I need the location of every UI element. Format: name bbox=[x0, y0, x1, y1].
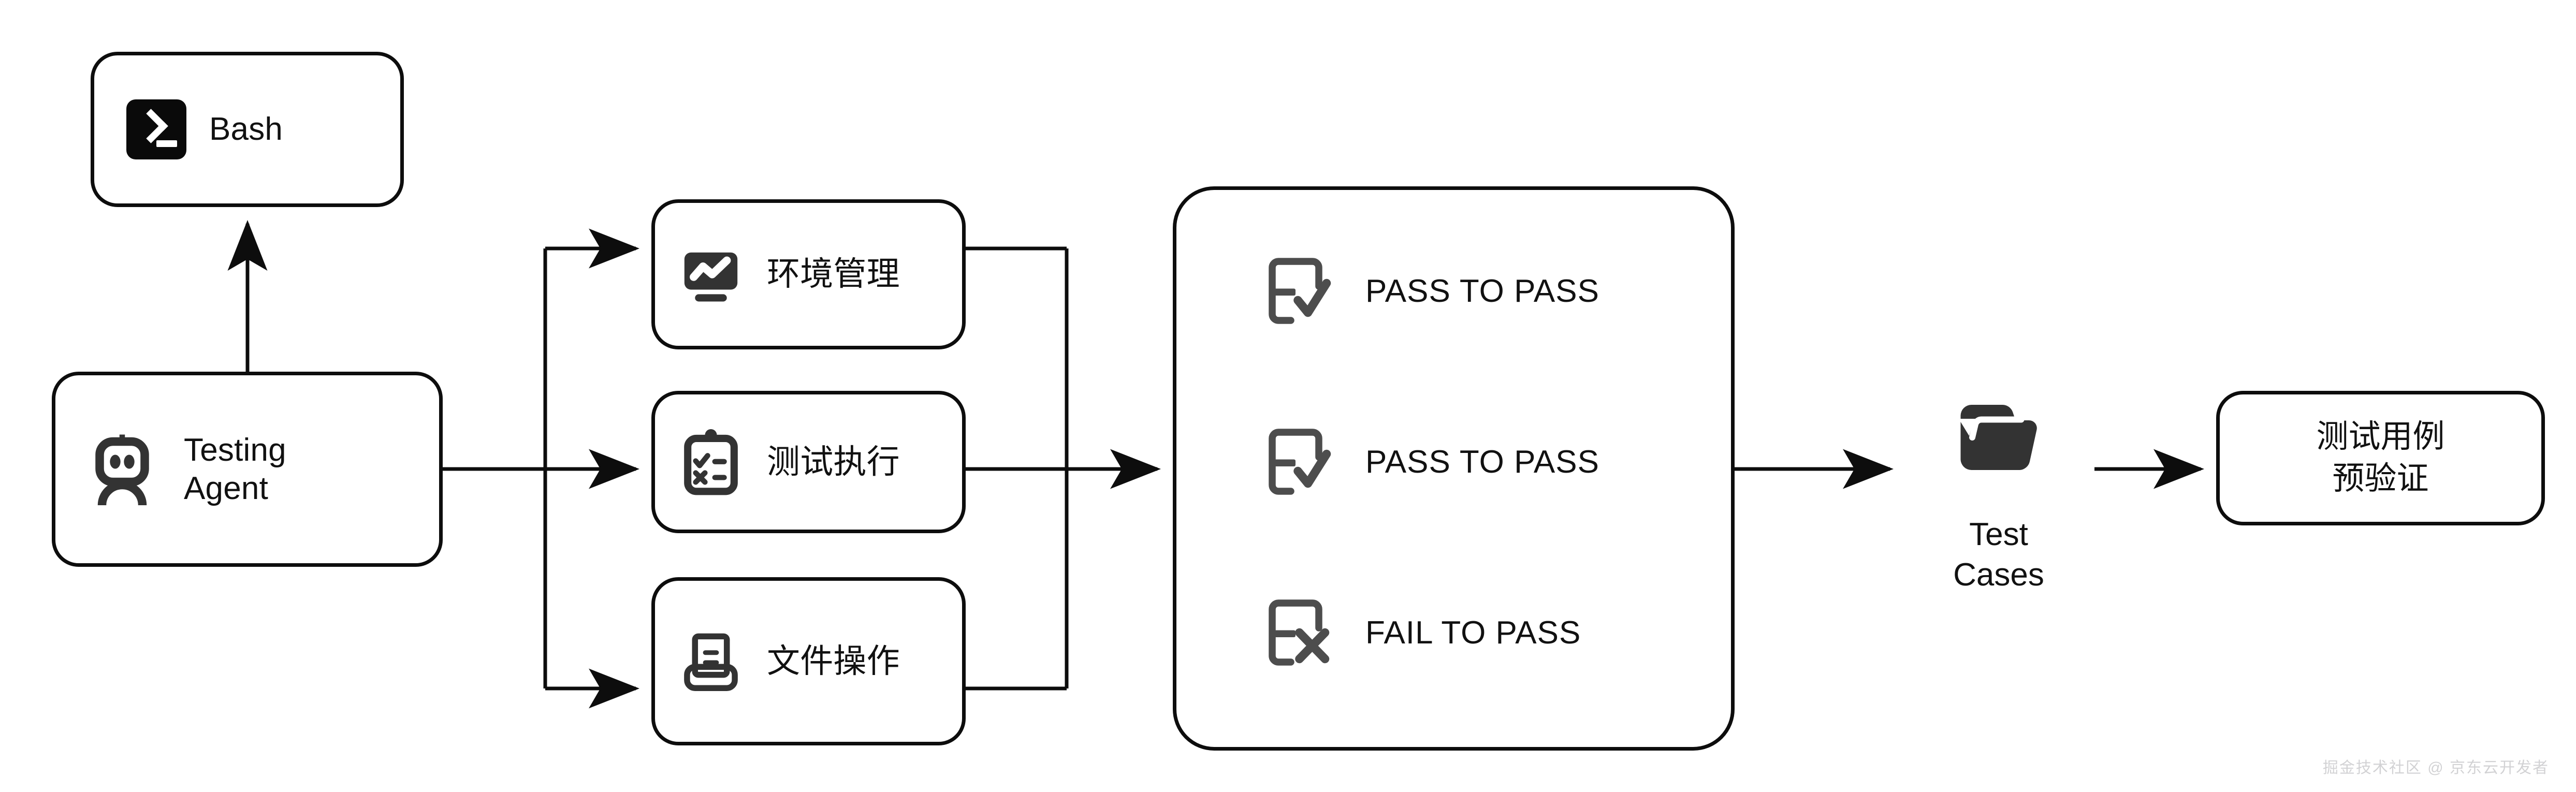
exec-label: 测试执行 bbox=[767, 443, 900, 480]
robot-icon bbox=[95, 434, 149, 505]
result-label: PASS TO PASS bbox=[1365, 273, 1599, 309]
node-file-operations[interactable]: 文件操作 bbox=[651, 577, 966, 745]
file-label: 文件操作 bbox=[767, 642, 900, 680]
node-testcase-preverification[interactable]: 测试用例 预验证 bbox=[2216, 391, 2545, 525]
result-row: FAIL TO PASS bbox=[1257, 594, 1581, 671]
document-check-icon bbox=[1269, 258, 1331, 324]
preverify-label-line1: 测试用例 bbox=[2316, 419, 2445, 455]
document-check-icon bbox=[1269, 429, 1331, 495]
result-label: PASS TO PASS bbox=[1365, 444, 1599, 480]
monitor-chart-icon bbox=[684, 252, 738, 302]
agent-content: Testing Agent bbox=[83, 431, 286, 508]
test-cases-label: Test Cases bbox=[1953, 515, 2044, 595]
node-test-cases[interactable]: Test Cases bbox=[1916, 399, 2082, 595]
folder-icon bbox=[1960, 405, 2037, 470]
exec-content: 测试执行 bbox=[678, 429, 900, 495]
node-test-execution[interactable]: 测试执行 bbox=[651, 391, 966, 533]
agent-label-line1: Testing bbox=[184, 432, 286, 468]
bash-label: Bash bbox=[209, 111, 283, 148]
file-content: 文件操作 bbox=[678, 628, 900, 695]
result-row: PASS TO PASS bbox=[1257, 252, 1599, 330]
node-bash[interactable]: Bash bbox=[91, 52, 404, 207]
result-label: FAIL TO PASS bbox=[1365, 614, 1581, 651]
env-content: 环境管理 bbox=[678, 241, 900, 307]
node-test-results-group[interactable]: PASS TO PASS PASS TO PASS FAIL TO PASS bbox=[1173, 186, 1735, 751]
terminal-icon bbox=[126, 99, 186, 159]
bash-content: Bash bbox=[126, 99, 283, 159]
test-cases-label-line2: Cases bbox=[1953, 556, 2044, 593]
watermark-text: 掘金技术社区 @ 京东云开发者 bbox=[2322, 759, 2549, 776]
preverify-label: 测试用例 预验证 bbox=[2316, 416, 2444, 500]
terminal-underscore-glyph bbox=[156, 140, 177, 147]
env-label: 环境管理 bbox=[767, 255, 900, 293]
clipboard-checklist-icon bbox=[684, 429, 738, 495]
preverify-label-line2: 预验证 bbox=[2332, 461, 2429, 496]
agent-label-line2: Agent bbox=[184, 470, 269, 506]
document-tray-icon bbox=[684, 633, 738, 691]
agent-label: Testing Agent bbox=[184, 431, 286, 507]
node-testing-agent[interactable]: Testing Agent bbox=[52, 372, 443, 567]
result-row: PASS TO PASS bbox=[1257, 423, 1599, 501]
node-environment-management[interactable]: 环境管理 bbox=[651, 199, 966, 349]
document-cross-icon bbox=[1269, 599, 1330, 666]
terminal-chevron-glyph bbox=[134, 109, 168, 143]
test-cases-label-line1: Test bbox=[1969, 517, 2028, 552]
